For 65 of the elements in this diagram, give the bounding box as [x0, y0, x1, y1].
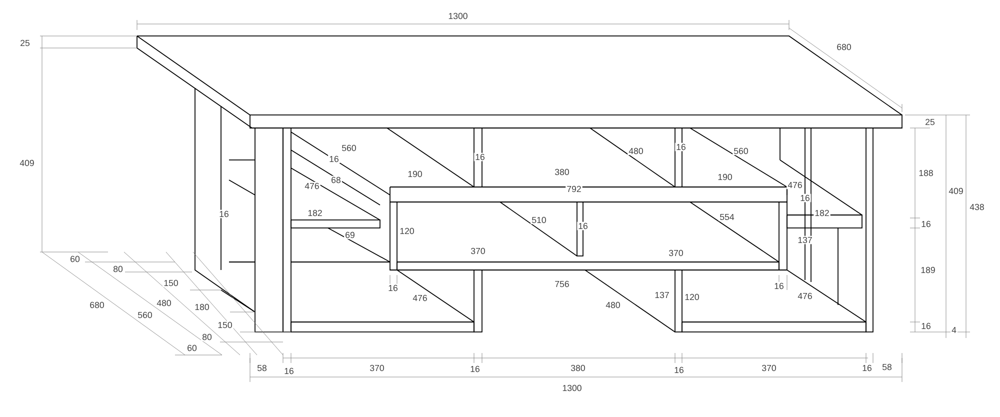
dimension-label: 16 [920, 322, 932, 330]
dimension-label: 560 [732, 146, 750, 156]
dimension-label: 16 [799, 194, 811, 202]
dimension-label: 476 [786, 180, 804, 190]
dimension-label: 137 [654, 290, 670, 300]
dimension-label: 480 [604, 300, 622, 310]
dimension-label: 16 [773, 282, 785, 290]
dimension-label: 182 [814, 208, 830, 218]
dimension-label: 4 [950, 326, 958, 334]
dimension-label: 16 [283, 366, 295, 376]
dimension-label: 25 [19, 38, 31, 48]
dimension-label: 58 [881, 362, 893, 372]
dimension-label: 380 [570, 364, 586, 372]
dimension-label: 16 [474, 152, 486, 162]
dimension-label: 560 [340, 144, 358, 152]
dimension-label: 16 [328, 154, 340, 164]
dimension-label: 476 [796, 292, 814, 300]
dimension-label: 68 [330, 176, 342, 184]
dimension-label: 1300 [447, 12, 469, 20]
dimension-label: 120 [684, 292, 700, 302]
dimension-label: 554 [718, 212, 736, 222]
dimension-label: 680 [836, 42, 852, 52]
dimension-label: 16 [218, 210, 230, 218]
dimension-label: 120 [398, 226, 416, 236]
dimension-label: 69 [344, 230, 356, 240]
dimension-label: 189 [920, 266, 936, 274]
dimension-label: 25 [924, 118, 936, 126]
dimension-label: 180 [194, 302, 210, 312]
dimension-label: 188 [918, 168, 934, 178]
dimension-label: 190 [406, 170, 424, 178]
dimension-label: 370 [470, 246, 486, 256]
dimension-label: 182 [306, 208, 324, 218]
dimension-label: 60 [186, 344, 198, 352]
dimension-label: 16 [577, 222, 589, 230]
dimension-label: 60 [69, 254, 81, 264]
dimension-label: 80 [201, 332, 213, 342]
dimension-label: 16 [861, 364, 873, 372]
dimension-label: 16 [920, 220, 932, 228]
dimension-label: 16 [469, 364, 481, 374]
dimension-label: 380 [554, 168, 570, 176]
dimension-label: 476 [304, 182, 320, 190]
dimension-label: 137 [796, 236, 814, 244]
dimension-label: 510 [530, 216, 548, 224]
dimension-label: 190 [716, 172, 734, 182]
dimension-label: 150 [162, 278, 180, 288]
dimension-label: 16 [675, 142, 687, 152]
dimension-label: 370 [668, 248, 684, 258]
dimension-label: 16 [673, 366, 685, 374]
dimension-label: 680 [88, 300, 106, 310]
dimension-label: 150 [216, 320, 234, 330]
dimension-label: 438 [968, 202, 986, 212]
dimension-label: 370 [760, 364, 778, 372]
dimension-label: 476 [412, 294, 428, 302]
dimension-label: 409 [18, 158, 36, 168]
dimension-label: 560 [136, 310, 154, 320]
dimension-label: 480 [628, 146, 644, 156]
dimension-label: 80 [112, 264, 124, 274]
dimension-label: 792 [566, 184, 582, 194]
dimension-label: 1300 [561, 384, 583, 392]
dimension-label: 58 [256, 364, 268, 372]
dimension-label: 480 [156, 298, 172, 308]
dimension-label: 16 [387, 284, 399, 292]
dimension-label: 409 [948, 186, 964, 196]
dimension-label: 756 [554, 280, 570, 288]
dimension-label: 370 [368, 364, 386, 372]
